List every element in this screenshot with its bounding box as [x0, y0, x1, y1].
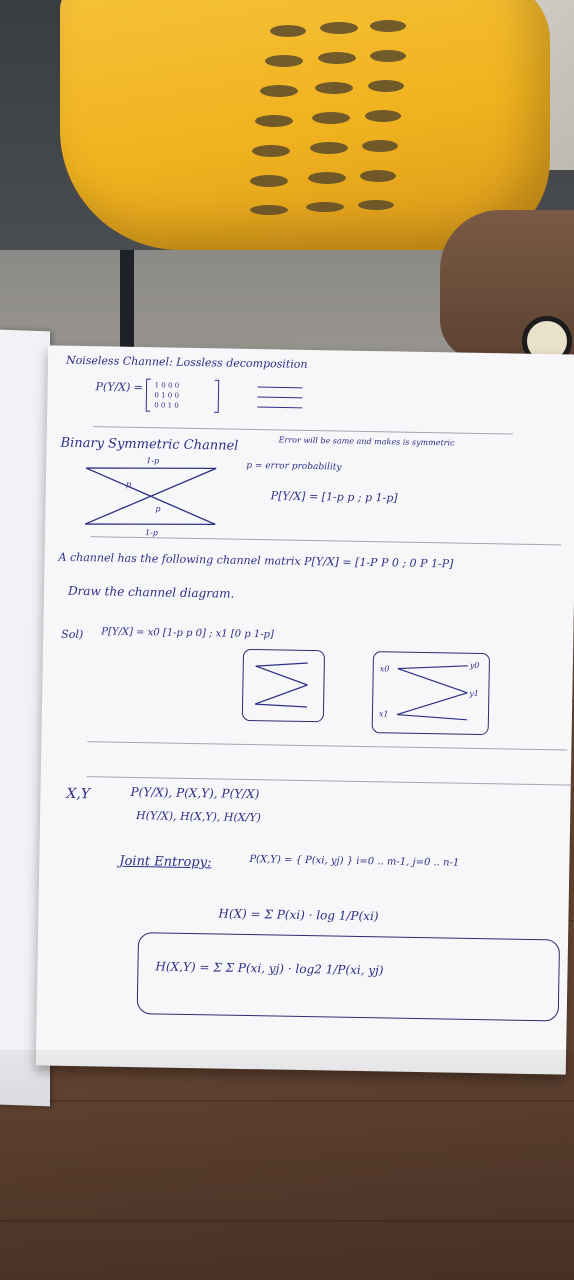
- sol-y1: y1: [468, 689, 479, 698]
- xy-label: X,Y: [66, 785, 91, 803]
- entropy-hx: H(X) = Σ P(xi) · log 1/P(xi): [218, 906, 379, 924]
- bsc-label-p-top: p: [126, 480, 131, 489]
- svg-text:0 0 1 0: 0 0 1 0: [154, 401, 179, 409]
- solution-diagram-2: x0 x1 y0 y1: [379, 661, 480, 721]
- question-draw: Draw the channel diagram.: [67, 583, 235, 601]
- probabilities: P(Y/X), P(X,Y), P(Y/X): [130, 784, 260, 802]
- notebook-page: Noiseless Channel: Lossless decompositio…: [35, 345, 574, 1075]
- table-shadow: [0, 1050, 574, 1280]
- bsc-matrix: P[Y/X] = [1-p p ; p 1-p]: [270, 489, 398, 505]
- svg-text:1 0 0 0: 1 0 0 0: [155, 381, 180, 389]
- noiseless-matrix-label: P(Y/X) =: [95, 380, 144, 395]
- solution-diagram-1: [254, 662, 308, 708]
- svg-text:0 1 0 0: 0 1 0 0: [154, 391, 179, 399]
- entropies: H(Y/X), H(X,Y), H(X/Y): [135, 809, 261, 825]
- question-text: A channel has the following channel matr…: [58, 550, 454, 571]
- joint-entropy-label: Joint Entropy:: [119, 853, 212, 871]
- error-probability: p = error probability: [246, 460, 342, 473]
- bsc-label-1mp-bottom: 1-p: [145, 528, 158, 537]
- sol-x0: x0: [380, 664, 390, 673]
- yellow-chair: [60, 0, 550, 250]
- error-note: Error will be same and makes is symmetri…: [278, 435, 455, 448]
- header-line: Noiseless Channel: Lossless decompositio…: [65, 353, 308, 371]
- bsc-label-p-bottom: p: [155, 504, 160, 513]
- sol-x1: x1: [379, 709, 389, 718]
- solution-matrix: P[Y/X] = x0 [1-p p 0] ; x1 [0 p 1-p]: [101, 626, 274, 641]
- solution-label: Sol): [61, 627, 84, 642]
- joint-probability-def: P(X,Y) = { P(xi, yj) } i=0 .. m-1, j=0 .…: [249, 854, 460, 869]
- bsc-label-1mp-top: 1-p: [146, 456, 159, 465]
- bsc-heading: Binary Symmetric Channel: [60, 435, 239, 454]
- sol-y0: y0: [469, 661, 480, 670]
- bsc-diagram: 1-p 1-p p p: [84, 456, 217, 537]
- noiseless-matrix-sketch: 1 0 0 0 0 1 0 0 0 0 1 0: [145, 378, 303, 413]
